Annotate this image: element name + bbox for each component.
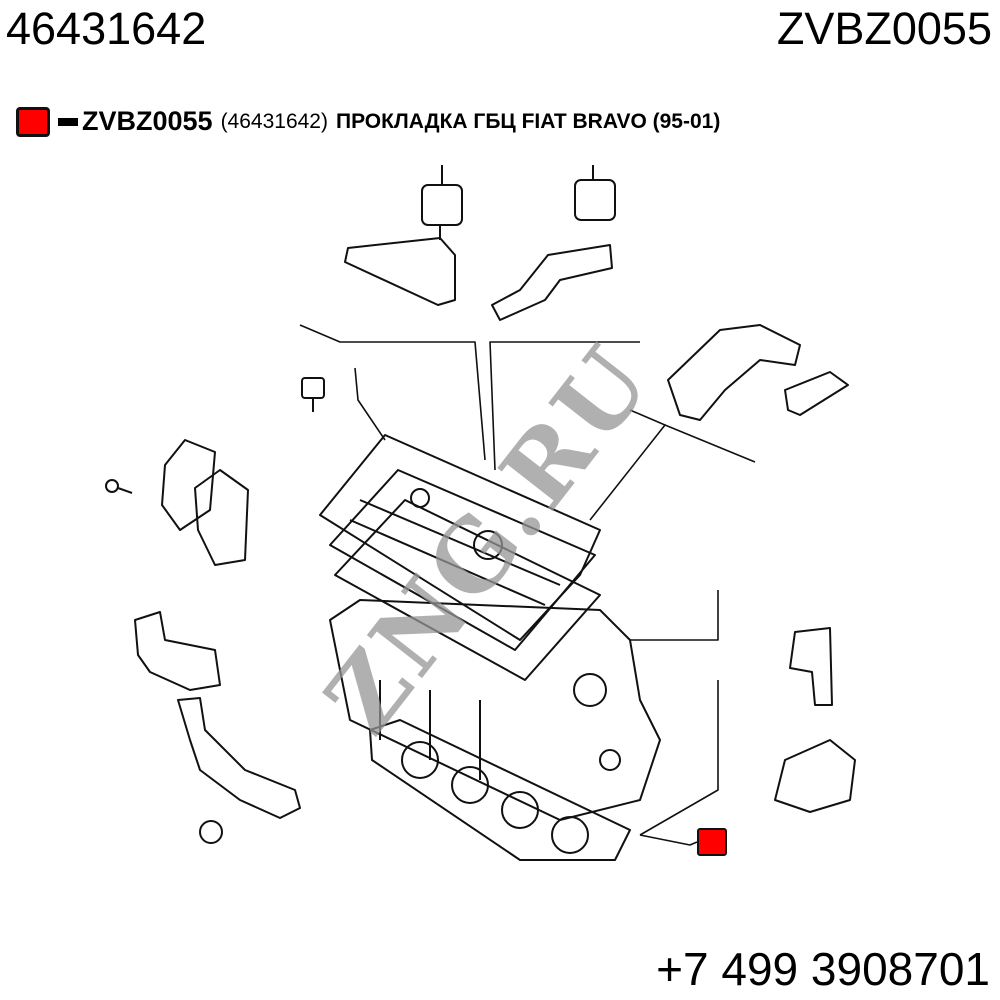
legend-row: ZVBZ0055 (46431642) ПРОКЛАДКА ГБЦ FIAT B…: [16, 106, 720, 137]
catalog-code-title: ZVBZ0055: [776, 3, 992, 54]
engine-mount-right: [491, 165, 616, 321]
legend-part-number: (46431642): [220, 109, 328, 133]
legend-code: ZVBZ0055: [82, 106, 213, 136]
bolt: [105, 479, 133, 494]
cylinder-head: [329, 599, 661, 821]
head-gasket: [369, 719, 631, 861]
thermostat-housing: [161, 439, 249, 566]
legend-dash: [58, 117, 78, 126]
engine-mount-left: [344, 165, 463, 306]
legend-description: ПРОКЛАДКА ГБЦ FIAT BRAVO (95-01): [335, 109, 721, 133]
intake-pipe: [667, 324, 849, 421]
part-number-title: 46431642: [6, 3, 207, 54]
sensor: [301, 377, 325, 412]
camshaft-cover: [319, 434, 601, 681]
engine-exploded-diagram: [105, 165, 856, 861]
bracket-right-lower: [774, 739, 856, 813]
legend-color-swatch: [16, 106, 50, 137]
phone-number: +7 499 3908701: [656, 943, 990, 995]
gasket-highlight-marker[interactable]: [697, 828, 727, 856]
bracket-right-upper: [789, 627, 833, 706]
lifting-bracket-left: [134, 611, 301, 844]
leader-lines: [299, 324, 756, 846]
